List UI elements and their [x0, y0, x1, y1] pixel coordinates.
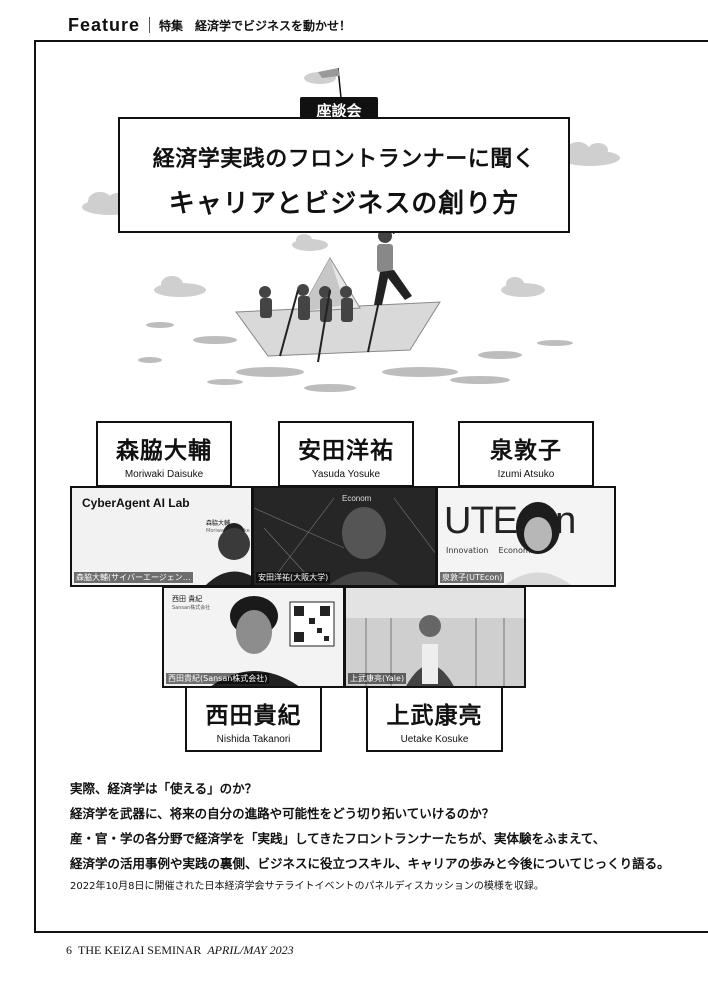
lead-line: 実際、経済学は「使える」のか？: [70, 781, 258, 796]
page-header: Feature 特集 経済学でビジネスを動かせ！: [68, 12, 351, 38]
namebox-moriwaki: 森脇大輔 Moriwaki Daisuke: [96, 421, 232, 487]
lead-line: 産・官・学の各分野で経済学を「実践」してきたフロントランナーたちが、実体験をふま…: [70, 831, 606, 846]
title-box: 経済学実践のフロントランナーに聞く キャリアとビジネスの創り方: [118, 117, 570, 233]
card-name: 西田 貴紀: [172, 595, 203, 603]
feature-title: 経済学でビジネスを動かせ！: [195, 18, 352, 33]
title-line-1: 経済学実践のフロントランナーに聞く: [152, 147, 536, 172]
office-background-icon: [346, 588, 524, 686]
photo-label: 安田洋祐(大阪大学): [256, 572, 331, 583]
participant-name-jp: 西田貴紀: [205, 703, 302, 729]
wave-icon: [138, 322, 573, 392]
magazine-name: THE KEIZAI SEMINAR: [78, 943, 202, 957]
photo-moriwaki: CyberAgent AI Lab 森脇大輔 Moriwaki Daisuke …: [70, 486, 253, 587]
photo-uetake: 上武康亮(Yale): [344, 586, 526, 688]
article-frame: [34, 40, 708, 933]
section-label: Feature: [68, 14, 141, 35]
photo-nishida: 西田 貴紀 Sansan株式会社 西田貴紀(Sansan株式会社): [162, 586, 345, 688]
participant-name-en: Uetake Kosuke: [400, 734, 469, 745]
photo-label: 森脇大輔(サイバーエージェン…: [74, 572, 193, 583]
photo-label: 上武康亮(Yale): [348, 673, 407, 684]
event-note: 2022年10月8日に開催された日本経済学会サテライトイベントのパネルディスカッ…: [70, 881, 544, 892]
rowers-icon: [259, 284, 353, 322]
participant-name-jp: 森脇大輔: [116, 438, 212, 464]
header-divider: [149, 17, 151, 33]
lead-line: 経済学を武器に、将来の自分の進路や可能性をどう切り拓いていけるのか？: [70, 806, 495, 821]
network-background-icon: [254, 497, 435, 585]
participant-name-en: Izumi Atsuko: [497, 469, 555, 480]
card-company: Sansan株式会社: [172, 605, 211, 611]
participant-name-jp: 安田洋祐: [298, 438, 394, 464]
participant-name-en: Moriwaki Daisuke: [124, 469, 204, 480]
person-silhouette-icon: [505, 502, 571, 585]
participant-name-jp: 泉敦子: [490, 438, 562, 464]
namebox-uetake: 上武康亮 Uetake Kosuke: [366, 686, 503, 752]
card-name: 森脇大輔: [206, 520, 231, 527]
namebox-nishida: 西田貴紀 Nishida Takanori: [185, 686, 322, 752]
photo-label: 西田貴紀(Sansan株式会社): [166, 673, 270, 684]
lead-text: 実際、経済学は「使える」のか？ 経済学を武器に、将来の自分の進路や可能性をどう切…: [70, 776, 670, 892]
flag-icon: [318, 67, 342, 99]
lead-line: 経済学の活用事例や実践の裏側、ビジネスに役立つスキル、キャリアの歩みと今後につい…: [70, 856, 670, 871]
page-number: 6: [66, 943, 72, 957]
photo-label: 泉敦子(UTEcon): [440, 572, 505, 583]
oar-icon: [279, 289, 381, 363]
person-silhouette-icon: [206, 523, 251, 585]
tokushu-label: 特集: [159, 18, 184, 33]
cyberagent-logo: CyberAgent AI Lab: [82, 496, 190, 510]
title-line-2: キャリアとビジネスの創り方: [168, 189, 520, 219]
namebox-izumi: 泉敦子 Izumi Atsuko: [458, 421, 594, 487]
namebox-yasuda: 安田洋祐 Yasuda Yosuke: [278, 421, 414, 487]
participant-name-en: Nishida Takanori: [216, 734, 291, 745]
photo-yasuda: Econom 安田洋祐(大阪大学): [252, 486, 437, 587]
person-silhouette-icon: [211, 596, 335, 686]
page-footer: 6 THE KEIZAI SEMINAR APRIL/MAY 2023: [66, 943, 294, 958]
utecon-sub: Innovation Economics: [446, 546, 542, 555]
econom-text: Econom: [342, 494, 372, 503]
participant-name-jp: 上武康亮: [386, 703, 483, 729]
photo-izumi: UTEcon Innovation Economics 泉敦子(UTEcon): [436, 486, 616, 587]
participant-name-en: Yasuda Yosuke: [311, 469, 381, 480]
issue-date: APRIL/MAY 2023: [207, 943, 294, 957]
